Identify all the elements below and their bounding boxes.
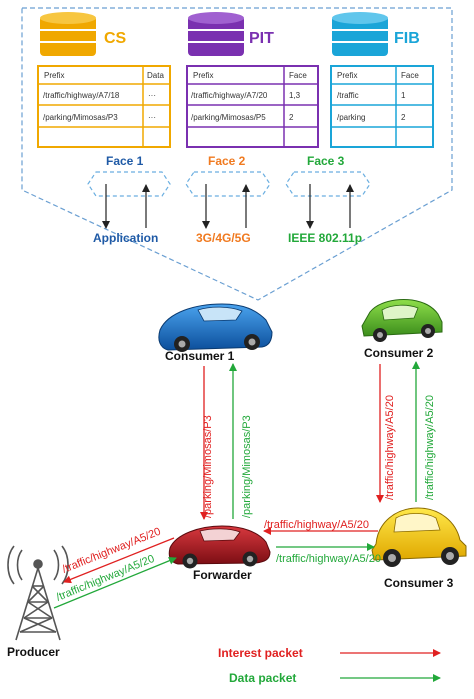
car-red-forwarder-icon: [168, 525, 271, 569]
fib-row1-face: 1: [401, 91, 406, 100]
fib-header-face: Face: [401, 71, 419, 80]
cs-row2-data: ···: [148, 113, 156, 122]
fib-table-group: FIB Prefix Face /traffic 1 /parking 2: [330, 12, 434, 148]
pit-database-icon: [188, 12, 244, 56]
face3-port: [285, 171, 371, 197]
c2-data-label: /traffic/highway/A5/20: [424, 395, 436, 500]
cs-row2-prefix: /parking/Mimosas/P3: [43, 113, 118, 122]
pit-row1-prefix: /traffic/highway/A7/20: [191, 91, 268, 100]
interface-80211p-label: IEEE 802.11p: [288, 231, 362, 245]
car-green-consumer2-icon: [361, 299, 443, 342]
fib-database-icon: [332, 12, 388, 56]
face2-label: Face 2: [208, 154, 246, 168]
interface-cellular-label: 3G/4G/5G: [196, 231, 251, 245]
forwarder-label: Forwarder: [193, 568, 252, 582]
face2-port: [185, 171, 271, 197]
fib-table: Prefix Face /traffic 1 /parking 2: [330, 65, 434, 148]
pit-table-group: PIT Prefix Face /traffic/highway/A7/20 1…: [186, 12, 319, 148]
cs-database-icon: [40, 12, 96, 56]
cs-table-group: CS Prefix Data /traffic/highway/A7/18 ··…: [37, 12, 171, 148]
interface-application-label: Application: [93, 231, 158, 245]
producer-label: Producer: [7, 645, 60, 659]
legend: Interest packet Data packet: [218, 646, 441, 685]
car-yellow-consumer3-icon: [371, 507, 467, 567]
consumer2-label: Consumer 2: [364, 346, 434, 360]
prod-interest-arrow: [63, 537, 175, 584]
cs-row1-prefix: /traffic/highway/A7/18: [43, 91, 120, 100]
c3-data-label: /traffic/highway/A5/20: [276, 553, 381, 565]
pit-title: PIT: [249, 30, 274, 47]
zoom-callout-outline: [21, 7, 453, 301]
legend-data-label: Data packet: [229, 671, 296, 685]
pit-table: Prefix Face /traffic/highway/A7/20 1,3 /…: [186, 65, 319, 148]
prod-data-arrow: [53, 556, 177, 609]
fib-title: FIB: [394, 30, 420, 47]
face3-label: Face 3: [307, 154, 345, 168]
pit-row2-prefix: /parking/Mimosas/P5: [191, 113, 266, 122]
pit-header-prefix: Prefix: [193, 71, 213, 80]
cs-header-data: Data: [147, 71, 164, 80]
fib-row2-face: 2: [401, 113, 406, 122]
pit-header-face: Face: [289, 71, 307, 80]
face1-label: Face 1: [106, 154, 144, 168]
consumer1-label: Consumer 1: [165, 349, 235, 363]
cs-table: Prefix Data /traffic/highway/A7/18 ··· /…: [37, 65, 171, 148]
face1-port: [87, 171, 171, 197]
pit-row2-face: 2: [289, 113, 294, 122]
cs-header-prefix: Prefix: [44, 71, 64, 80]
c1-interest-label: /parking/Mimosas/P3: [202, 415, 214, 518]
c1-data-label: /parking/Mimosas/P3: [241, 415, 253, 518]
pit-row1-face: 1,3: [289, 91, 301, 100]
legend-interest-label: Interest packet: [218, 646, 303, 660]
c3-interest-label: /traffic/highway/A5/20: [264, 519, 369, 531]
node-structure-box: CS Prefix Data /traffic/highway/A7/18 ··…: [21, 7, 453, 301]
fib-header-prefix: Prefix: [337, 71, 357, 80]
fib-row2-prefix: /parking: [337, 113, 365, 122]
cs-row1-data: ···: [148, 91, 156, 100]
car-blue-consumer1-icon: [158, 303, 273, 352]
cell-tower-producer-icon: [7, 545, 69, 641]
consumer3-label: Consumer 3: [384, 576, 454, 590]
fib-row1-prefix: /traffic: [337, 91, 359, 100]
c2-interest-label: /traffic/highway/A5/20: [384, 395, 396, 500]
cs-title: CS: [104, 30, 127, 47]
